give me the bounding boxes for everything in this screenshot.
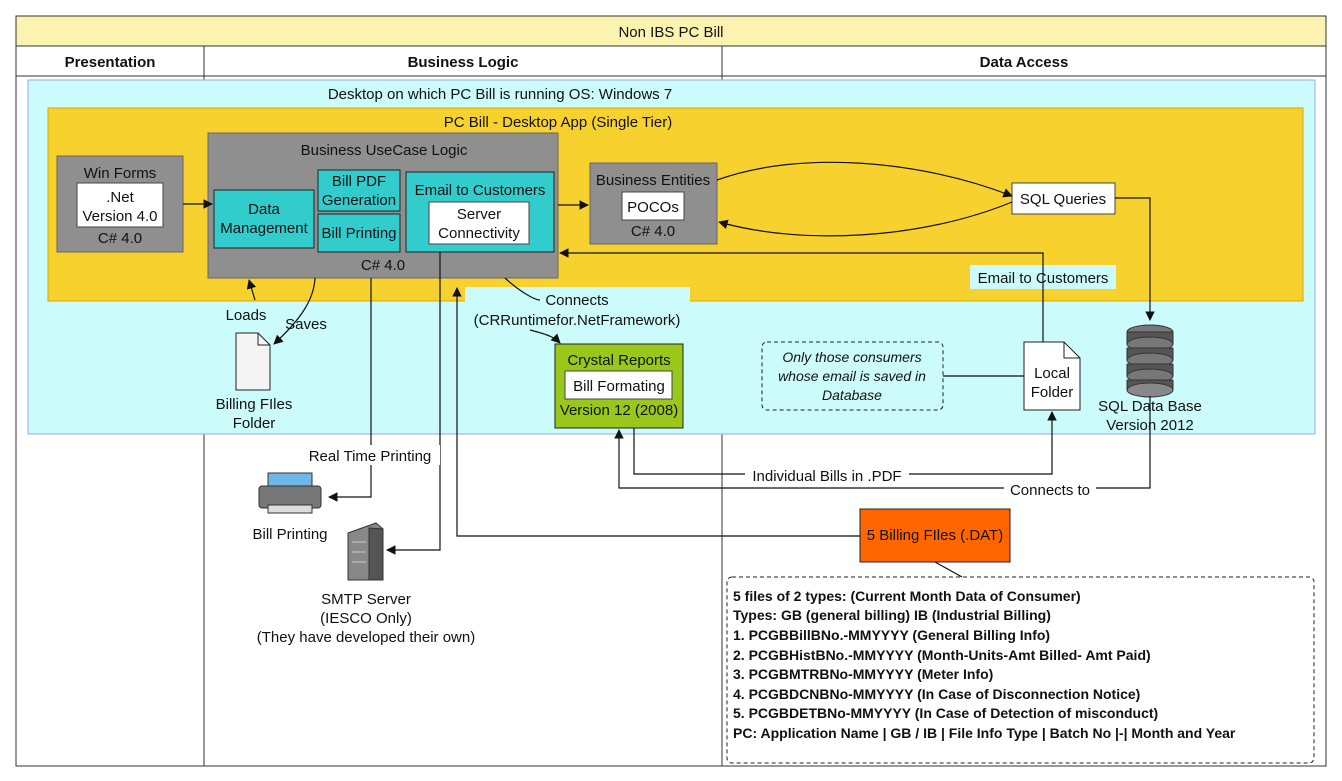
connects-label-bg (465, 287, 690, 331)
individual-bills-label: Individual Bills in .PDF (752, 468, 901, 485)
edge-sql-to-entities (718, 201, 1013, 237)
rtp-label-bg (300, 445, 440, 465)
edge-sql-to-db (1115, 197, 1155, 321)
files-note-3: 2. PCGBHistBNo.-MMYYYY (Month-Units-Amt … (733, 647, 1151, 663)
bill-printing-device-label: Bill Printing (252, 526, 327, 543)
connects-label-2: (CRRuntimefor.NetFramework) (474, 312, 681, 329)
edge-db-to-crystal (614, 396, 1151, 489)
files-note-6: 5. PCGBDETBNo-MMYYYY (In Case of Detecti… (733, 705, 1158, 721)
individual-bills-bg (745, 465, 909, 485)
smtp-2: (IESCO Only) (320, 610, 412, 627)
edge-entities-to-sql (716, 161, 1013, 198)
email-note-1: Only those consumers (782, 349, 921, 365)
lane-presentation: Presentation (65, 54, 156, 71)
files-note-0: 5 files of 2 types: (Current Month Data … (733, 588, 1081, 604)
smtp-3: (They have developed their own) (257, 629, 475, 646)
files-note-4: 3. PCGBMTRBNo-MMYYYY (Meter Info) (733, 666, 993, 682)
edge-to-smtp (386, 252, 441, 555)
pocos-box (621, 191, 685, 221)
server-icon (347, 522, 384, 581)
bill-printing-label: Bill Printing (321, 225, 396, 242)
winforms-inner-2: Version 4.0 (82, 208, 157, 225)
email-note-3: Database (822, 387, 882, 403)
sql-queries-label: SQL Queries (1020, 191, 1106, 208)
usecase-sub: C# 4.0 (361, 257, 405, 274)
pocos-label: POCOs (627, 199, 679, 216)
edge-dat-to-usecase (452, 287, 860, 537)
business-entities-sub: C# 4.0 (631, 223, 675, 240)
data-management-2: Management (220, 220, 308, 237)
database-icon (1126, 324, 1174, 398)
bill-formating-box (564, 370, 673, 400)
crystal-reports-title: Crystal Reports (567, 352, 670, 369)
usecase-title: Business UseCase Logic (301, 142, 468, 159)
edge-dat-to-note (934, 561, 963, 578)
local-folder-2: Folder (1031, 384, 1074, 401)
billing-files-folder-icon (235, 332, 271, 391)
billing-dat-label: 5 Billing FIles (.DAT) (867, 527, 1003, 544)
bill-pdf-1: Bill PDF (332, 173, 386, 190)
bill-printing-box (317, 213, 401, 253)
bill-pdf-2: Generation (322, 192, 396, 209)
winforms-inner-1: .Net (106, 189, 134, 206)
files-note-5: 4. PCGBDCNBNo-MMYYYY (In Case of Disconn… (733, 686, 1140, 702)
edge-usecase-connects (504, 277, 541, 301)
title-bar (15, 15, 1327, 47)
edge-connects-to-crystal (529, 329, 561, 344)
data-management-1: Data (248, 201, 280, 218)
loads-label: Loads (226, 307, 267, 324)
printer-icon (258, 472, 322, 514)
billing-files-folder-2: Folder (233, 415, 276, 432)
files-note-2: 1. PCGBBillBNo.-MMYYYY (General Billing … (733, 627, 1050, 643)
edge-loads (246, 279, 257, 301)
bill-formating-label: Bill Formating (573, 378, 665, 395)
edge-folder-to-email (559, 248, 1044, 342)
lane-business-logic: Business Logic (408, 54, 519, 71)
smtp-1: SMTP Server (321, 591, 411, 608)
files-note-box (726, 576, 1315, 764)
diagram-title: Non IBS PC Bill (618, 24, 723, 41)
crystal-reports-sub: Version 12 (2008) (560, 402, 678, 419)
server-connectivity-2: Connectivity (438, 225, 520, 242)
data-management-box (213, 189, 315, 249)
app-label: PC Bill - Desktop App (Single Tier) (444, 114, 672, 131)
billing-dat-box (859, 508, 1011, 563)
edge-saves (273, 277, 316, 345)
email-note-2: whose email is saved in (778, 368, 926, 384)
email-customers-title: Email to Customers (415, 182, 546, 199)
server-connectivity-1: Server (457, 206, 501, 223)
local-folder-1: Local (1034, 365, 1070, 382)
server-connectivity-box (428, 201, 530, 245)
lane-data-access: Data Access (980, 54, 1069, 71)
files-note-7: PC: Application Name | GB / IB | File In… (733, 725, 1236, 741)
winforms-inner (76, 182, 164, 228)
sql-queries-box (1011, 182, 1116, 215)
email-note-box (761, 341, 944, 411)
billing-files-folder-1: Billing FIles (216, 396, 293, 413)
business-entities-title: Business Entities (596, 172, 710, 189)
edge-to-printer (328, 278, 372, 502)
bill-pdf-box (317, 169, 401, 212)
local-folder-icon (1023, 341, 1081, 411)
connects-to-bg (1004, 480, 1096, 498)
saves-label: Saves (285, 316, 327, 333)
files-note-1: Types: GB (general billing) IB (Industri… (733, 607, 1051, 623)
winforms-title: Win Forms (84, 165, 157, 182)
desktop-label: Desktop on which PC Bill is running OS: … (328, 86, 672, 103)
real-time-printing-label: Real Time Printing (309, 448, 432, 465)
winforms-sub: C# 4.0 (98, 230, 142, 247)
connects-label-1: Connects (545, 292, 608, 309)
connects-to-label: Connects to (1010, 482, 1090, 499)
